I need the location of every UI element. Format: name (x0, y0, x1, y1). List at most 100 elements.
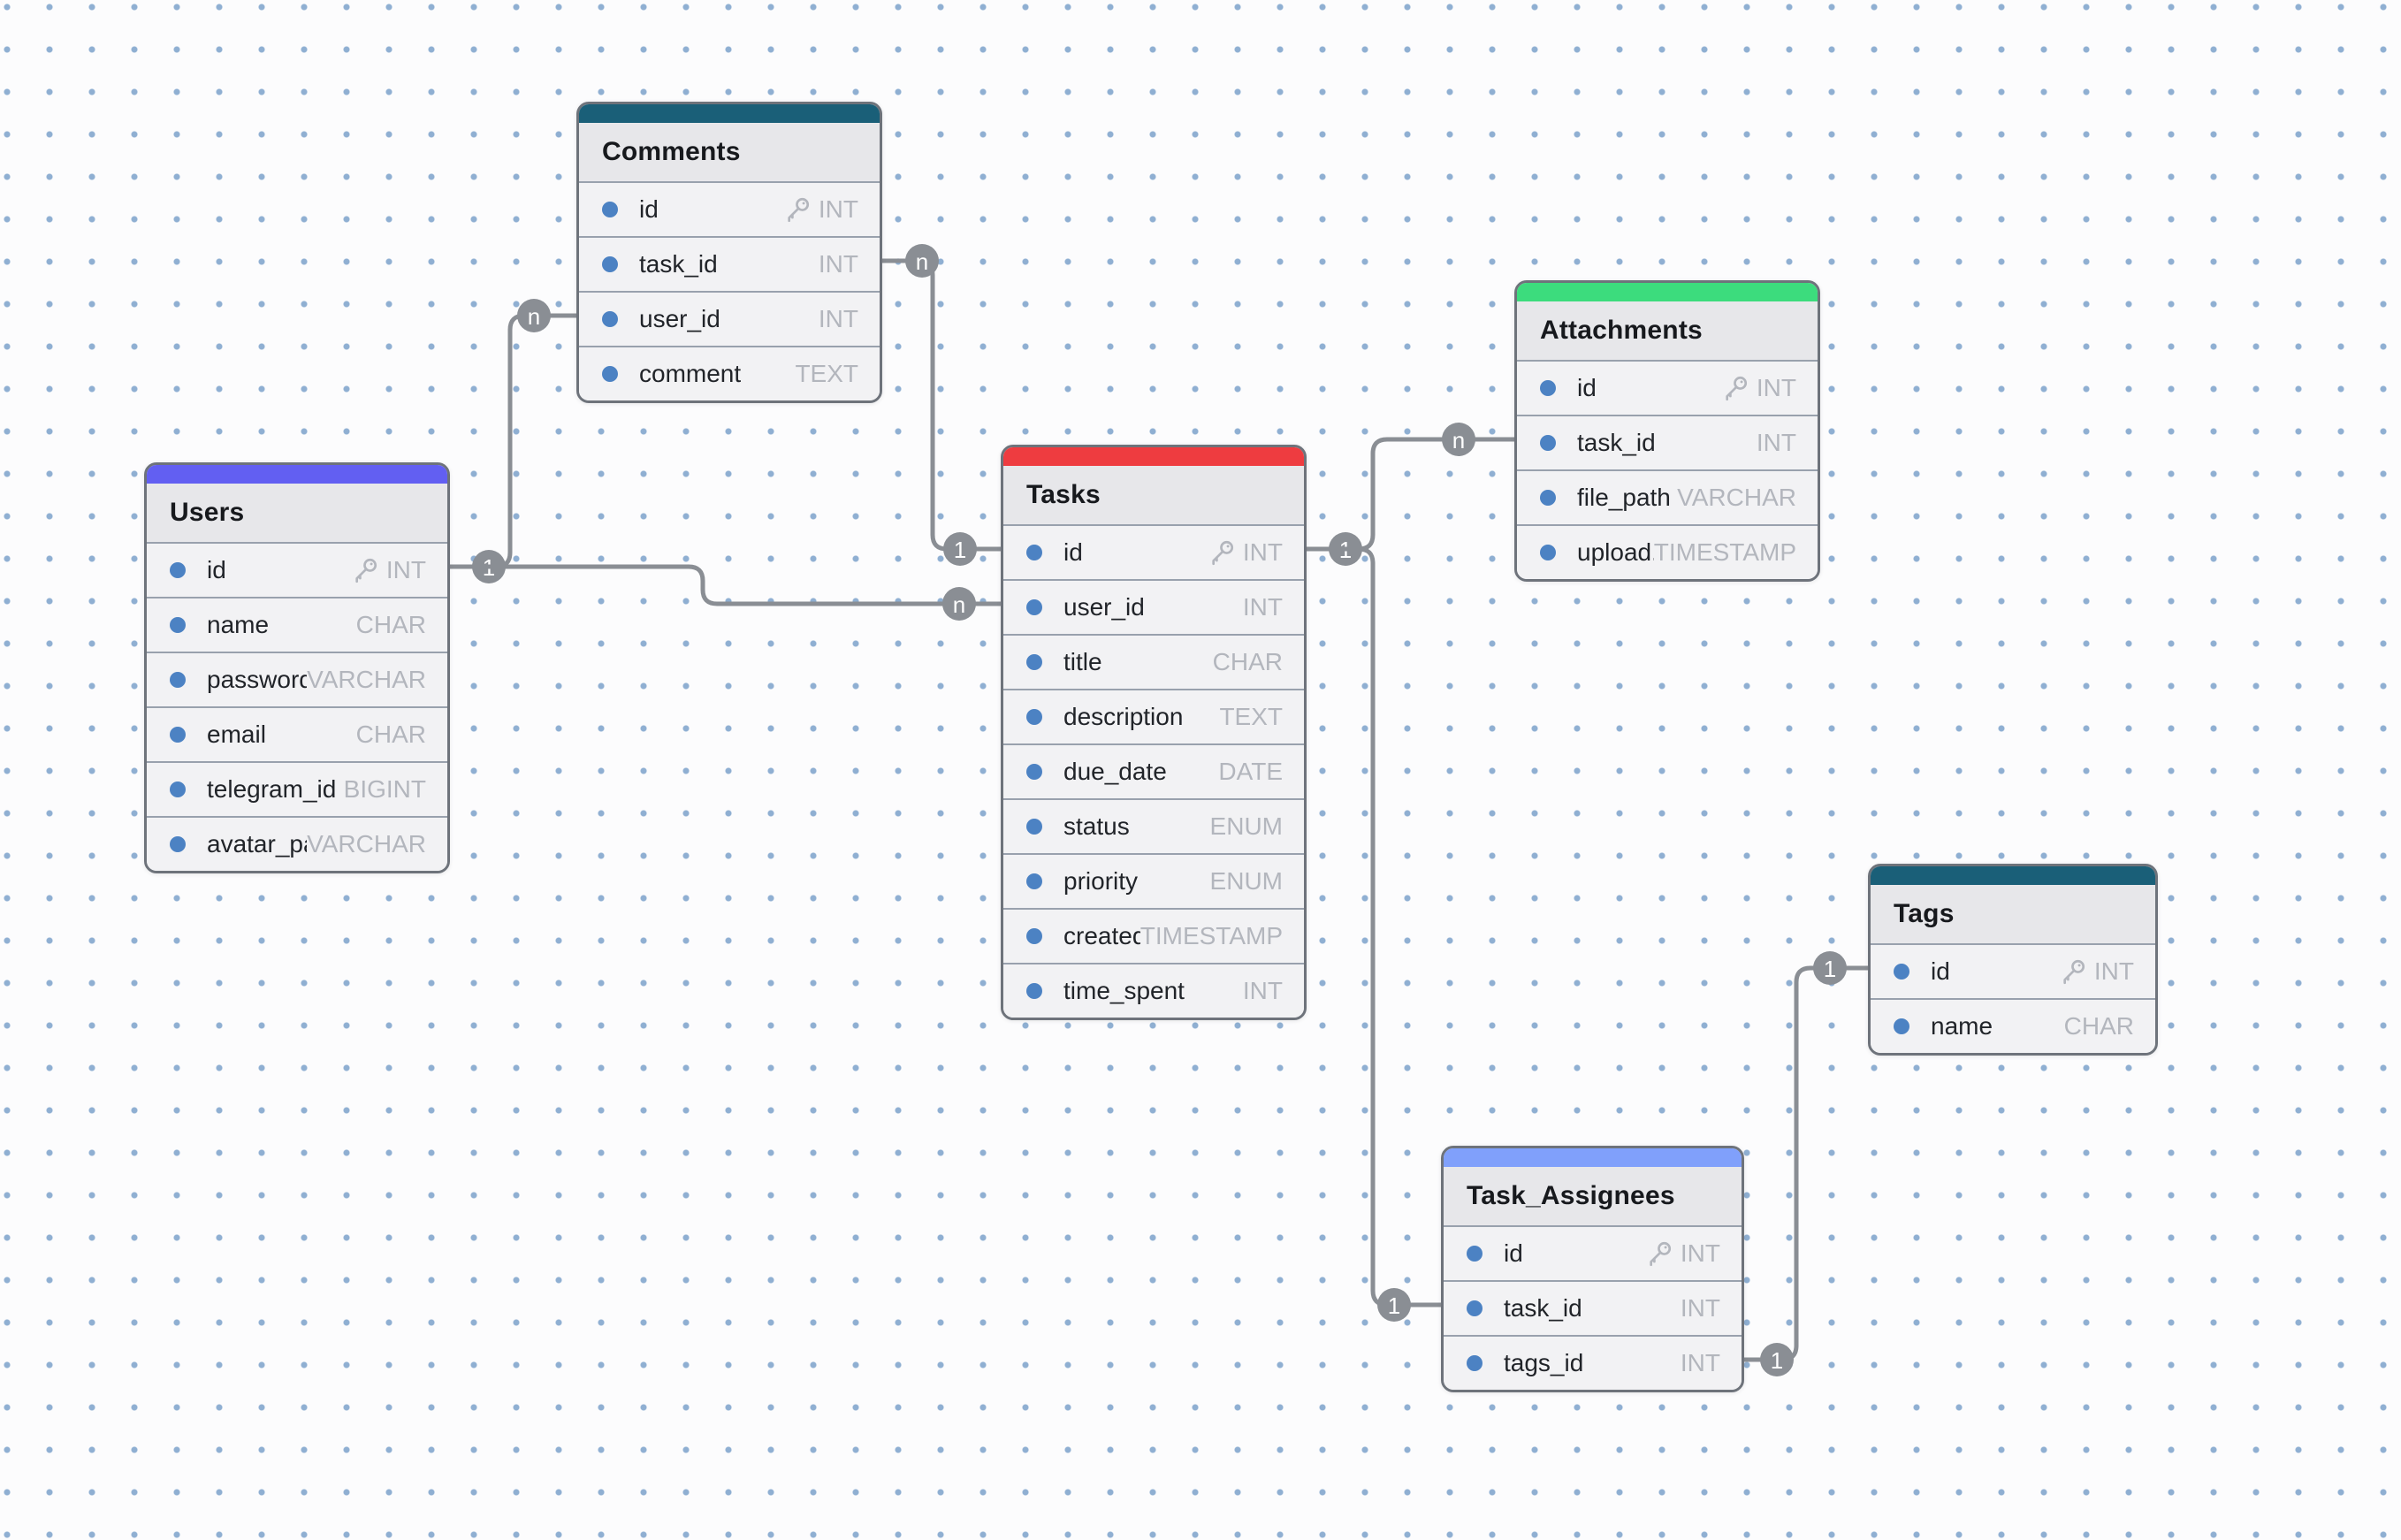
field-type-label: ENUM (1209, 812, 1283, 840)
field-type-label: TEXT (795, 360, 858, 387)
field-name: id (639, 195, 659, 223)
table-header-task_assignees: Task_Assignees (1444, 1167, 1742, 1225)
cardinality-badge-circle (517, 299, 551, 332)
field-type-label: INT (818, 305, 858, 332)
relation-line[interactable] (442, 313, 579, 569)
field-type: INT (1645, 1239, 1720, 1268)
relation-line[interactable] (1736, 965, 1871, 1362)
cardinality-badge: 1 (943, 532, 977, 566)
relation-line[interactable] (1299, 437, 1517, 552)
field-name: id (207, 556, 226, 583)
table-title: Attachments (1540, 316, 1703, 345)
field-type: INT (351, 556, 426, 584)
field-type-label: INT (1756, 429, 1796, 456)
field-type-label: TIMESTAMP (1653, 538, 1796, 566)
cardinality-badge: 1 (1813, 951, 1847, 985)
field-type: CHAR (2064, 1012, 2134, 1041)
field-type: INT (1721, 374, 1796, 402)
field-name: task_id (1504, 1294, 1582, 1322)
field-dot-icon (170, 617, 186, 633)
relation-tasks-task_assignees[interactable]: 1 (1299, 546, 1444, 1322)
relation-users-comments[interactable]: 1n (442, 299, 579, 583)
cardinality-badge-circle (905, 244, 939, 278)
field-name: name (207, 611, 270, 638)
field-row-comments-3: comment TEXT (579, 346, 880, 400)
cardinality-badge: 1 (1760, 1343, 1794, 1376)
cardinality-badge: 1 (1377, 1288, 1411, 1322)
field-type-label: INT (818, 250, 858, 278)
relation-tasks-attachments[interactable]: 1n (1299, 423, 1517, 566)
cardinality-badge-circle (942, 587, 976, 621)
field-type: TIMESTAMP (1654, 538, 1796, 567)
field-type: INT (1681, 1294, 1720, 1323)
relation-users-tasks[interactable]: n (442, 564, 1003, 621)
field-type: INT (1681, 1349, 1720, 1377)
cardinality-badge-label: n (953, 591, 965, 618)
field-type-label: INT (1242, 593, 1283, 621)
table-header-tasks: Tasks (1003, 466, 1304, 524)
field-dot-icon (1026, 709, 1042, 725)
primary-key-icon (1726, 376, 1747, 401)
table-header-comments: Comments (579, 123, 880, 181)
field-name: comment (639, 360, 742, 387)
relation-line[interactable] (1299, 546, 1444, 1307)
field-dot-icon (170, 672, 186, 688)
field-name: password (207, 666, 308, 693)
field-dot-icon (1540, 490, 1556, 506)
field-row-task_assignees-2: tags_id INT (1444, 1335, 1742, 1390)
field-dot-icon (1026, 599, 1042, 615)
field-dot-icon (1467, 1355, 1483, 1371)
field-type: INT (819, 250, 858, 278)
field-type: VARCHAR (1677, 484, 1796, 512)
cardinality-badge-label: n (1452, 427, 1465, 454)
field-name: tags_id (1504, 1349, 1584, 1376)
field-type: VARCHAR (307, 830, 426, 858)
field-type: INT (1208, 538, 1283, 567)
relation-line[interactable] (442, 564, 1003, 606)
field-name: priority (1063, 867, 1139, 895)
field-name: avatar_pa... (207, 830, 307, 858)
field-name: created... (1063, 922, 1140, 949)
cardinality-badge-circle (1760, 1343, 1794, 1376)
relation-tags-task_assignees[interactable]: 11 (1736, 951, 1871, 1376)
field-name: telegram_id (207, 775, 337, 803)
cardinality-badge-circle (1813, 951, 1847, 985)
relation-tasks-comments[interactable]: 1n (874, 244, 1003, 566)
field-dot-icon (170, 562, 186, 578)
field-type: CHAR (1213, 648, 1283, 676)
field-type-label: CHAR (1212, 648, 1283, 675)
field-type: BIGINT (344, 775, 426, 804)
field-type-label: TEXT (1219, 703, 1283, 730)
field-type: TEXT (795, 360, 858, 388)
field-dot-icon (1026, 819, 1042, 835)
field-name: title (1063, 648, 1102, 675)
primary-key-icon (355, 558, 377, 583)
field-type-label: INT (1242, 538, 1283, 566)
field-dot-icon (602, 202, 618, 217)
field-dot-icon (1540, 380, 1556, 396)
field-name: id (1931, 957, 1950, 985)
field-name: user_id (1063, 593, 1145, 621)
relation-line[interactable] (874, 258, 1003, 552)
field-dot-icon (602, 311, 618, 327)
field-dot-icon (602, 366, 618, 382)
table-title: Comments (602, 137, 741, 166)
field-dot-icon (1540, 545, 1556, 560)
